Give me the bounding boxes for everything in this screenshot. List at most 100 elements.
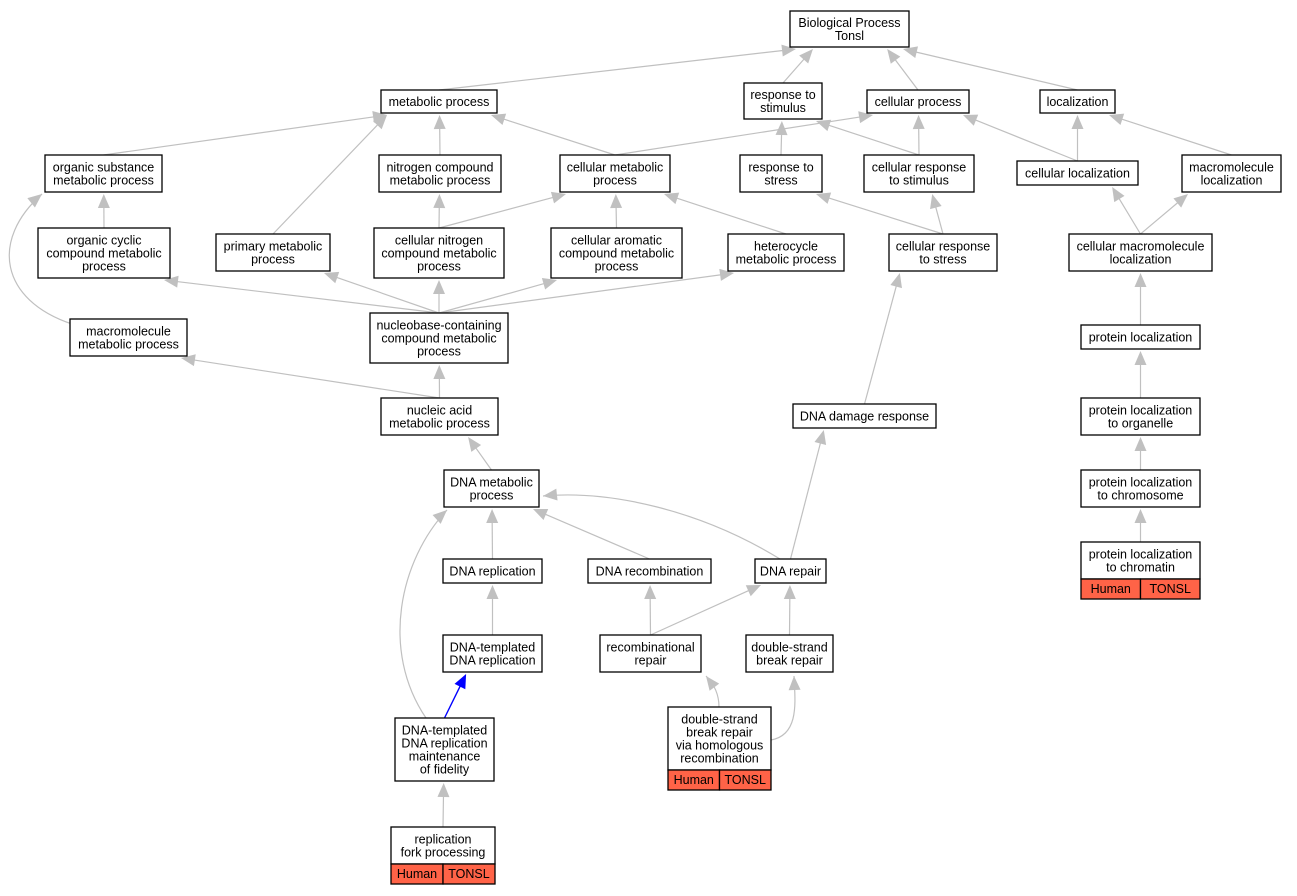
term-label-line: compound metabolic — [381, 332, 496, 346]
term-box — [1068, 233, 1213, 272]
edge-protein_loc_org-to-protein_loc — [1134, 351, 1147, 398]
gene-cell — [442, 863, 496, 885]
term-label-line: process — [593, 174, 637, 188]
arrowhead — [719, 268, 734, 281]
term-box — [599, 634, 702, 673]
term-node-protein-loc[interactable]: protein localization — [1080, 324, 1201, 350]
term-label-line: primary metabolic — [224, 240, 323, 254]
species-label: Human — [1091, 582, 1131, 596]
edge-recomb_repair-to-dna_repair — [650, 585, 761, 636]
arrowhead — [930, 194, 942, 210]
term-node-metabolic[interactable]: metabolic process — [380, 89, 498, 114]
term-label-line: metabolic process — [78, 338, 179, 352]
edges-layer — [8, 44, 1232, 828]
edge-nitrogen-to-metabolic — [433, 115, 446, 156]
arrowhead — [1134, 351, 1147, 365]
term-node-dna-repl[interactable]: DNA replication — [442, 558, 543, 584]
arrowhead — [644, 585, 657, 600]
edge-dna_metab-to-nucleic — [468, 437, 492, 471]
gene-cell — [1139, 578, 1201, 600]
term-node-dna-damage[interactable]: DNA damage response — [792, 403, 937, 429]
arrowhead — [963, 114, 979, 126]
edge-cell_macro_loc-to-cell_loc — [1112, 187, 1142, 235]
term-node-cellular[interactable]: cellular process — [866, 89, 970, 114]
term-label-line: protein localization — [1089, 476, 1193, 490]
edge-org_subst-to-metabolic — [103, 111, 387, 156]
arrowhead — [1071, 115, 1084, 129]
edge-dsb_hr-to-recomb_repair — [705, 675, 720, 708]
term-label-line: macromolecule — [1189, 161, 1274, 175]
term-box — [394, 717, 495, 782]
edge-line — [1140, 201, 1180, 235]
edge-line — [1120, 118, 1232, 156]
term-label-line: process — [595, 260, 639, 274]
arrowhead — [486, 509, 499, 524]
term-node-dna-repair[interactable]: DNA repair — [754, 558, 827, 584]
arrowhead — [533, 509, 549, 521]
term-label-line: nitrogen compound — [386, 161, 493, 175]
arrowhead — [890, 273, 902, 289]
term-label-line: DNA replication — [401, 737, 487, 751]
edge-dna_repl-to-dna_metab — [486, 509, 499, 560]
arrowhead — [97, 194, 110, 209]
edge-line — [893, 58, 919, 91]
term-box — [789, 10, 910, 48]
edge-nucleobase-to-org_cyclic — [164, 275, 440, 314]
arrowhead — [454, 674, 467, 690]
edge-line — [789, 441, 822, 560]
edge-line — [8, 193, 73, 325]
edge-line — [782, 57, 806, 84]
term-node-dna-recomb[interactable]: DNA recombination — [587, 558, 712, 584]
edge-line — [103, 116, 376, 156]
edge-nucleobase-to-heterocycle — [438, 268, 734, 314]
term-label-line: process — [251, 253, 295, 267]
edge-line — [827, 124, 920, 156]
term-box — [1080, 397, 1201, 436]
species-label: Human — [397, 867, 437, 881]
term-box — [550, 227, 683, 279]
edge-dsb_hr-to-dsb_repair — [770, 675, 801, 741]
term-label-line: via homologous — [676, 739, 764, 753]
term-box — [215, 233, 331, 272]
term-box — [1080, 541, 1201, 580]
term-node-cell-loc[interactable]: cellular localization — [1016, 160, 1139, 186]
term-label-line: process — [82, 260, 126, 274]
edge-macro_loc-to-localization — [1109, 113, 1232, 156]
term-label-line: recombination — [680, 752, 759, 766]
term-label-line: heterocycle — [754, 240, 818, 254]
term-label-line: recombinational — [606, 641, 694, 655]
arrowhead — [664, 192, 680, 205]
term-node-localization[interactable]: localization — [1039, 89, 1116, 114]
edge-line — [973, 118, 1078, 162]
term-box — [442, 634, 543, 673]
edge-cell_loc-to-localization — [1071, 115, 1084, 161]
